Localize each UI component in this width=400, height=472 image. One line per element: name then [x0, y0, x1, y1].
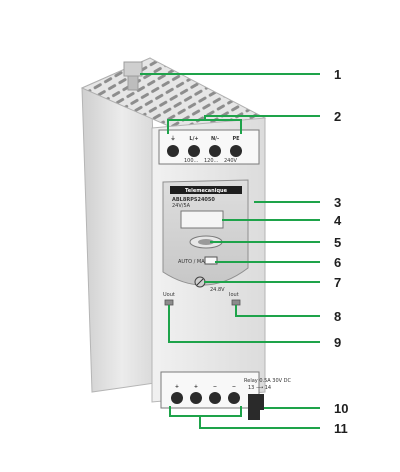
callout-number: 11 — [334, 421, 348, 436]
terminal-mark-neutral: N/- — [211, 136, 219, 142]
screw-icon[interactable] — [228, 392, 240, 404]
terminal-mark-earth: ⏚ — [170, 135, 175, 142]
leader-9 — [168, 305, 320, 343]
reset-mode-switch[interactable] — [204, 256, 218, 265]
top-terminal-screws — [167, 145, 242, 157]
adjust-label: 24.8V — [210, 287, 225, 293]
callout-number: 9 — [334, 335, 341, 350]
callout-leaders — [140, 73, 320, 429]
leader-11 — [169, 406, 320, 429]
callout-number: 4 — [334, 213, 342, 228]
model-label: ABL8RPS24050 — [172, 197, 215, 203]
brand-plate-text: Telemecanique — [185, 188, 228, 194]
screw-icon[interactable] — [190, 392, 202, 404]
relay-sub-label: 13 ⟶ 14 — [248, 385, 271, 391]
reset-mode-label: AUTO / MANU — [178, 259, 212, 265]
bottom-terminal-marks: + + − − — [175, 384, 236, 390]
screw-icon[interactable] — [209, 145, 221, 157]
terminal-mark-pe: PE — [232, 136, 240, 142]
terminal-mark-plus-1: + — [175, 384, 179, 390]
callout-number: 3 — [334, 195, 341, 210]
front-control-panel: Telemecanique ABL8RPS24050 24V/5A AUTO /… — [162, 179, 249, 293]
callout-number: 8 — [334, 309, 341, 324]
terminal-range-2: 120... — [204, 158, 219, 164]
callout-numbers: 1 2 3 4 5 6 7 8 9 10 11 — [334, 67, 348, 436]
leader-8 — [235, 305, 320, 317]
screw-icon[interactable] — [171, 392, 183, 404]
terminal-range-3: 240V — [224, 158, 238, 164]
screw-icon[interactable] — [209, 392, 221, 404]
terminal-mark-minus-2: − — [232, 384, 236, 390]
brand-plate — [170, 186, 242, 194]
callout-number: 1 — [334, 67, 341, 82]
terminal-mark-line: L/+ — [189, 136, 198, 142]
iout-led-icon — [231, 299, 241, 306]
callout-number: 2 — [334, 109, 341, 124]
callout-number: 7 — [334, 275, 341, 290]
callout-number: 10 — [334, 401, 348, 416]
callout-number: 5 — [334, 235, 341, 250]
led-uout-label: Uout — [163, 292, 175, 298]
rating-label: 24V/5A — [172, 203, 191, 209]
relay-label: Relay 0.5A 30V DC — [244, 378, 292, 384]
screw-icon[interactable] — [167, 145, 179, 157]
terminal-mark-minus-1: − — [213, 384, 217, 390]
screw-icon[interactable] — [188, 145, 200, 157]
top-terminal-block: ⏚ L/+ N/- PE 100... 120... 240V — [158, 129, 260, 165]
relay-output-terminal: Relay 0.5A 30V DC 13 ⟶ 14 — [244, 378, 292, 420]
terminal-mark-plus-2: + — [194, 384, 198, 390]
terminal-range-1: 100... — [184, 158, 199, 164]
relay-connector[interactable] — [248, 394, 264, 410]
din-rail-clip — [123, 61, 143, 77]
uout-led-icon — [164, 299, 174, 306]
led-iout-label: Iout — [229, 292, 239, 298]
top-terminal-marks: ⏚ L/+ N/- PE — [170, 135, 240, 142]
screw-icon[interactable] — [230, 145, 242, 157]
bottom-terminal-screws — [171, 392, 240, 404]
leader-2 — [167, 115, 320, 134]
callout-number: 6 — [334, 255, 341, 270]
bottom-terminal-block: + + − − — [160, 371, 260, 409]
label-window — [180, 210, 224, 229]
